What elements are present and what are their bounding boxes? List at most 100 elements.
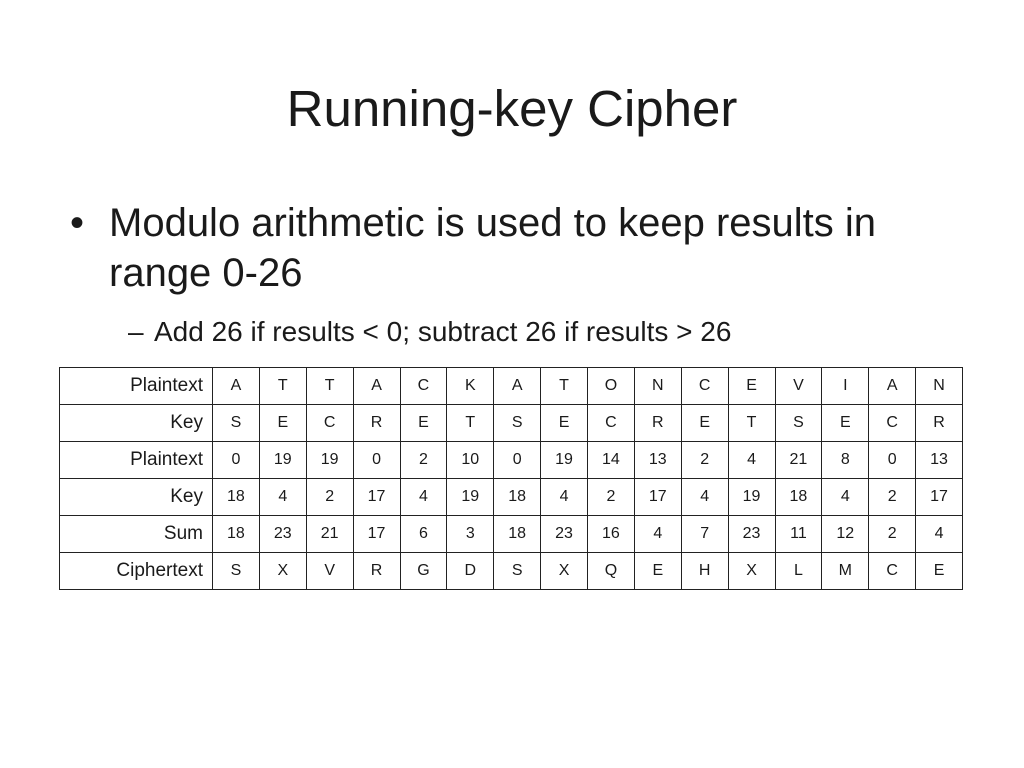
table-cell: S xyxy=(212,552,260,590)
table-cell: S xyxy=(774,404,823,442)
table-cell: 23 xyxy=(258,515,307,553)
table-cell: N xyxy=(633,367,682,405)
table-cell: T xyxy=(446,404,495,442)
table-cell: 18 xyxy=(493,478,542,516)
table-cell: K xyxy=(446,367,495,405)
table-cell: 4 xyxy=(540,478,588,516)
table-cell: 4 xyxy=(727,441,776,479)
table-cell: E xyxy=(680,404,729,442)
table-cell: 14 xyxy=(587,441,635,479)
table-cell: X xyxy=(258,552,307,590)
table-cell: 11 xyxy=(774,515,823,553)
table-cell: L xyxy=(774,552,823,590)
table-cell: V xyxy=(305,552,354,590)
table-cell: 13 xyxy=(633,441,682,479)
table-cell: 4 xyxy=(258,478,307,516)
table-cell: 2 xyxy=(587,478,635,516)
table-cell: E xyxy=(821,404,870,442)
table-cell: 18 xyxy=(493,515,542,553)
table-cell: C xyxy=(868,552,917,590)
table-cell: E xyxy=(633,552,682,590)
table-cell: R xyxy=(633,404,682,442)
table-cell: T xyxy=(727,404,776,442)
table-cell: 18 xyxy=(212,478,260,516)
table-cell: 17 xyxy=(633,478,682,516)
table-cell: A xyxy=(352,367,401,405)
row-label: Ciphertext xyxy=(59,552,213,590)
table-cell: C xyxy=(868,404,917,442)
row-label: Sum xyxy=(59,515,213,553)
table-cell: S xyxy=(493,404,542,442)
table-cell: R xyxy=(352,552,401,590)
table-cell: 2 xyxy=(305,478,354,516)
table-cell: 2 xyxy=(868,515,917,553)
table-cell: 23 xyxy=(727,515,776,553)
table-cell: H xyxy=(680,552,729,590)
table-cell: S xyxy=(493,552,542,590)
table-cell: 3 xyxy=(446,515,495,553)
table-cell: 4 xyxy=(915,515,963,553)
table-cell: 17 xyxy=(352,478,401,516)
table-cell: D xyxy=(446,552,495,590)
table-cell: V xyxy=(774,367,823,405)
table-cell: N xyxy=(915,367,963,405)
table-cell: R xyxy=(352,404,401,442)
table-cell: E xyxy=(399,404,448,442)
row-label: Plaintext xyxy=(59,367,213,405)
dash-icon: – xyxy=(128,316,144,347)
table-cell: 4 xyxy=(821,478,870,516)
table-cell: A xyxy=(868,367,917,405)
table-cell: 21 xyxy=(774,441,823,479)
bullet-dot-icon: • xyxy=(70,201,85,245)
table-cell: 6 xyxy=(399,515,448,553)
table-cell: 18 xyxy=(774,478,823,516)
table-cell: T xyxy=(258,367,307,405)
table-cell: E xyxy=(540,404,588,442)
table-cell: Q xyxy=(587,552,635,590)
table-cell: X xyxy=(540,552,588,590)
table-cell: 19 xyxy=(727,478,776,516)
table-cell: 19 xyxy=(258,441,307,479)
table-cell: 19 xyxy=(305,441,354,479)
table-cell: 4 xyxy=(633,515,682,553)
table-cell: 4 xyxy=(399,478,448,516)
table-cell: 17 xyxy=(352,515,401,553)
table-cell: 17 xyxy=(915,478,963,516)
table-cell: 19 xyxy=(540,441,588,479)
table-cell: C xyxy=(587,404,635,442)
sub-bullet-item: – Add 26 if results < 0; subtract 26 if … xyxy=(128,313,988,351)
table-cell: 7 xyxy=(680,515,729,553)
table-cell: 23 xyxy=(540,515,588,553)
table-cell: 18 xyxy=(212,515,260,553)
table-cell: C xyxy=(680,367,729,405)
table-cell: C xyxy=(399,367,448,405)
table-cell: A xyxy=(212,367,260,405)
table-cell: 10 xyxy=(446,441,495,479)
table-cell: 0 xyxy=(868,441,917,479)
table-cell: T xyxy=(305,367,354,405)
table-cell: E xyxy=(915,552,963,590)
table-cell: E xyxy=(727,367,776,405)
table-cell: 2 xyxy=(868,478,917,516)
row-label: Plaintext xyxy=(59,441,213,479)
table-cell: X xyxy=(727,552,776,590)
table-cell: T xyxy=(540,367,588,405)
sub-bullet-text: Add 26 if results < 0; subtract 26 if re… xyxy=(154,316,732,347)
table-cell: I xyxy=(821,367,870,405)
table-cell: A xyxy=(493,367,542,405)
bullet-text: Modulo arithmetic is used to keep result… xyxy=(109,201,877,295)
table-cell: 4 xyxy=(680,478,729,516)
table-cell: 0 xyxy=(493,441,542,479)
table-cell: 12 xyxy=(821,515,870,553)
table-cell: 0 xyxy=(352,441,401,479)
table-cell: 13 xyxy=(915,441,963,479)
table-cell: E xyxy=(258,404,307,442)
table-cell: O xyxy=(587,367,635,405)
